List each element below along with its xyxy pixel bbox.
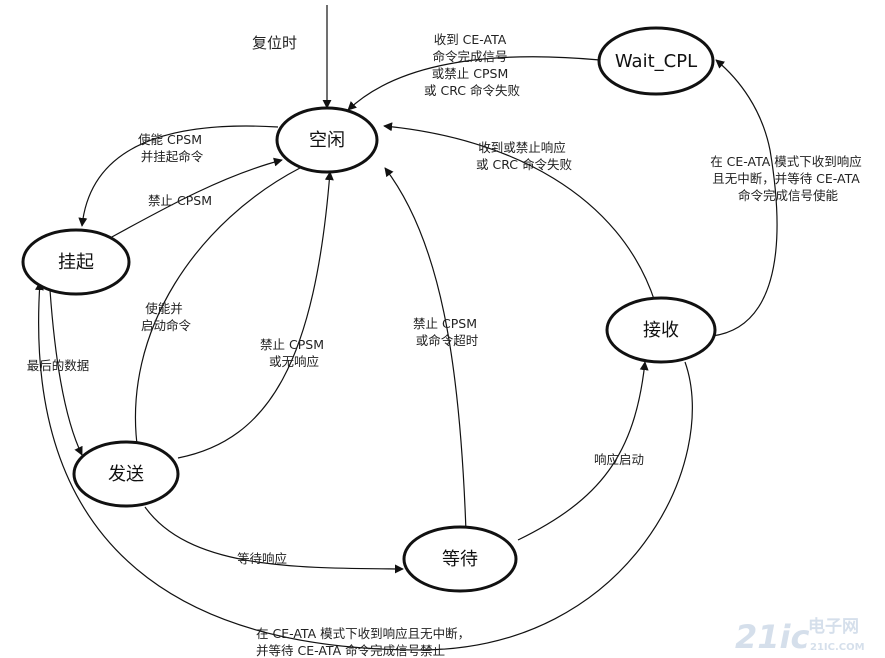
label-send-to-wait: 等待响应 [237, 551, 287, 566]
edge-wait-to-idle [384, 167, 467, 533]
state-receive [605, 296, 717, 364]
state-receive-label: 接收 [643, 320, 679, 341]
state-send-label: 发送 [108, 464, 144, 485]
watermark-site: 电子网 [808, 616, 859, 637]
state-idle-label: 空闲 [309, 130, 345, 151]
watermark-logo: 21ic 电子网 21IC.COM [735, 616, 865, 656]
edge-send-to-idle [177, 171, 334, 459]
edge-receive-to-idle [383, 122, 656, 303]
edge-suspend-to-idle [109, 157, 283, 239]
label-idle-to-suspend: 使能 CPSM 并挂起命令 [138, 132, 206, 164]
watermark-domain: 21IC.COM [810, 642, 865, 653]
state-wait-label: 等待 [442, 549, 478, 570]
edge-idle-to-send [132, 167, 301, 453]
state-wait-cpl [597, 26, 715, 96]
edge-receive-to-waitcpl [711, 59, 778, 337]
label-wait-to-receive: 响应启动 [594, 452, 644, 467]
label-suspend-to-send: 最后的数据 [27, 358, 90, 373]
edge-idle-to-suspend [78, 125, 279, 227]
state-wait-cpl-label: Wait_CPL [615, 51, 697, 72]
state-wait [402, 525, 518, 593]
state-send [72, 440, 180, 508]
label-receive-to-waitcpl: 在 CE-ATA 模式下收到响应 且无中断，并等待 CE-ATA 命令完成信号使… [710, 154, 866, 203]
state-suspend-label: 挂起 [58, 252, 94, 273]
label-receive-to-suspend: 在 CE-ATA 模式下收到响应且无中断， 并等待 CE-ATA 命令完成信号禁… [256, 626, 474, 658]
label-wait-to-idle: 禁止 CPSM 或命令超时 [413, 316, 481, 348]
edge-suspend-to-send [49, 289, 83, 456]
label-idle-to-send: 使能并 启动命令 [141, 301, 192, 333]
label-suspend-to-idle: 禁止 CPSM [148, 193, 212, 208]
label-reset: 复位时 [252, 34, 297, 52]
edge-receive-to-suspend [34, 281, 693, 651]
edge-waitcpl-to-idle [347, 56, 601, 111]
label-receive-to-idle: 收到或禁止响应 或 CRC 命令失败 [476, 140, 572, 172]
edge-wait-to-receive [517, 361, 649, 541]
state-idle [275, 106, 379, 174]
label-waitcpl-to-idle: 收到 CE-ATA 命令完成信号 或禁止 CPSM 或 CRC 命令失败 [424, 32, 520, 98]
label-send-to-idle: 禁止 CPSM 或无响应 [260, 337, 328, 369]
edge-send-to-wait [144, 506, 404, 574]
state-suspend [21, 228, 131, 296]
watermark-brand: 21ic [735, 618, 810, 656]
